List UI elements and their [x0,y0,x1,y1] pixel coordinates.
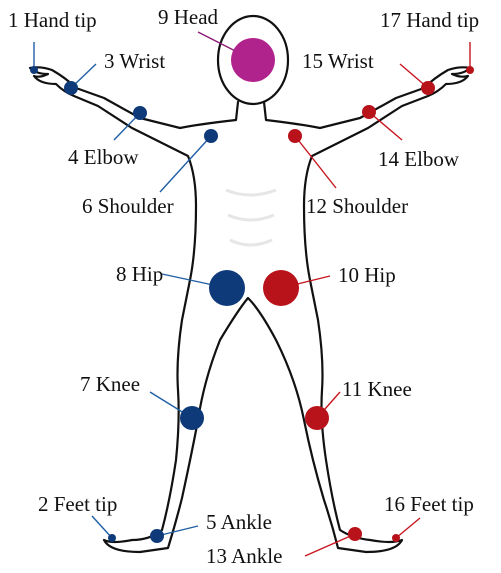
leader-lines [34,32,470,556]
ankle-right-label: 13 Ankle [206,544,282,568]
hand-tip-right-label: 17 Hand tip [380,8,479,32]
knee-right-label: 11 Knee [342,377,412,401]
feet-tip-left-marker [108,534,116,542]
feet-tip-right-leader-line [396,518,420,538]
wrist-right-marker [421,81,435,95]
shoulder-right-label: 12 Shoulder [306,194,408,218]
wrist-left-marker [64,81,78,95]
body-outline [30,16,470,552]
feet-tip-right-label: 16 Feet tip [384,492,474,516]
hip-left-label: 8 Hip [116,262,163,286]
shoulder-left-leader-line [160,136,211,192]
knee-left-label: 7 Knee [80,372,140,396]
shoulder-right-marker [288,129,302,143]
feet-tip-left-label: 2 Feet tip [38,492,117,516]
hip-left-marker [209,270,245,306]
elbow-left-marker [133,106,147,120]
ankle-right-leader-line [305,534,355,556]
hand-tip-left-marker [30,66,38,74]
feet-tip-right-marker [392,534,400,542]
torso-and-limbs-outline [30,67,470,552]
ankle-left-marker [150,529,164,543]
head-marker [231,38,275,82]
knee-left-marker [180,406,204,430]
hip-right-label: 10 Hip [338,263,396,287]
feet-tip-left-leader-line [92,516,112,538]
ankle-right-marker [348,527,362,541]
elbow-left-label: 4 Elbow [68,145,139,169]
shoulder-left-marker [204,129,218,143]
knee-right-marker [305,406,329,430]
shoulder-left-label: 6 Shoulder [82,194,174,218]
wrist-left-label: 3 Wrist [104,49,165,73]
wrist-right-label: 15 Wrist [302,49,374,73]
elbow-right-label: 14 Elbow [378,147,460,171]
hand-tip-left-label: 1 Hand tip [8,8,97,32]
hip-right-marker [263,270,299,306]
head-label: 9 Head [158,5,219,29]
elbow-right-marker [362,105,376,119]
hand-tip-right-marker [466,66,474,74]
joint-markers [30,38,474,543]
body-shading [226,190,276,245]
shoulder-right-leader-line [295,136,336,188]
ankle-left-label: 5 Ankle [206,510,272,534]
